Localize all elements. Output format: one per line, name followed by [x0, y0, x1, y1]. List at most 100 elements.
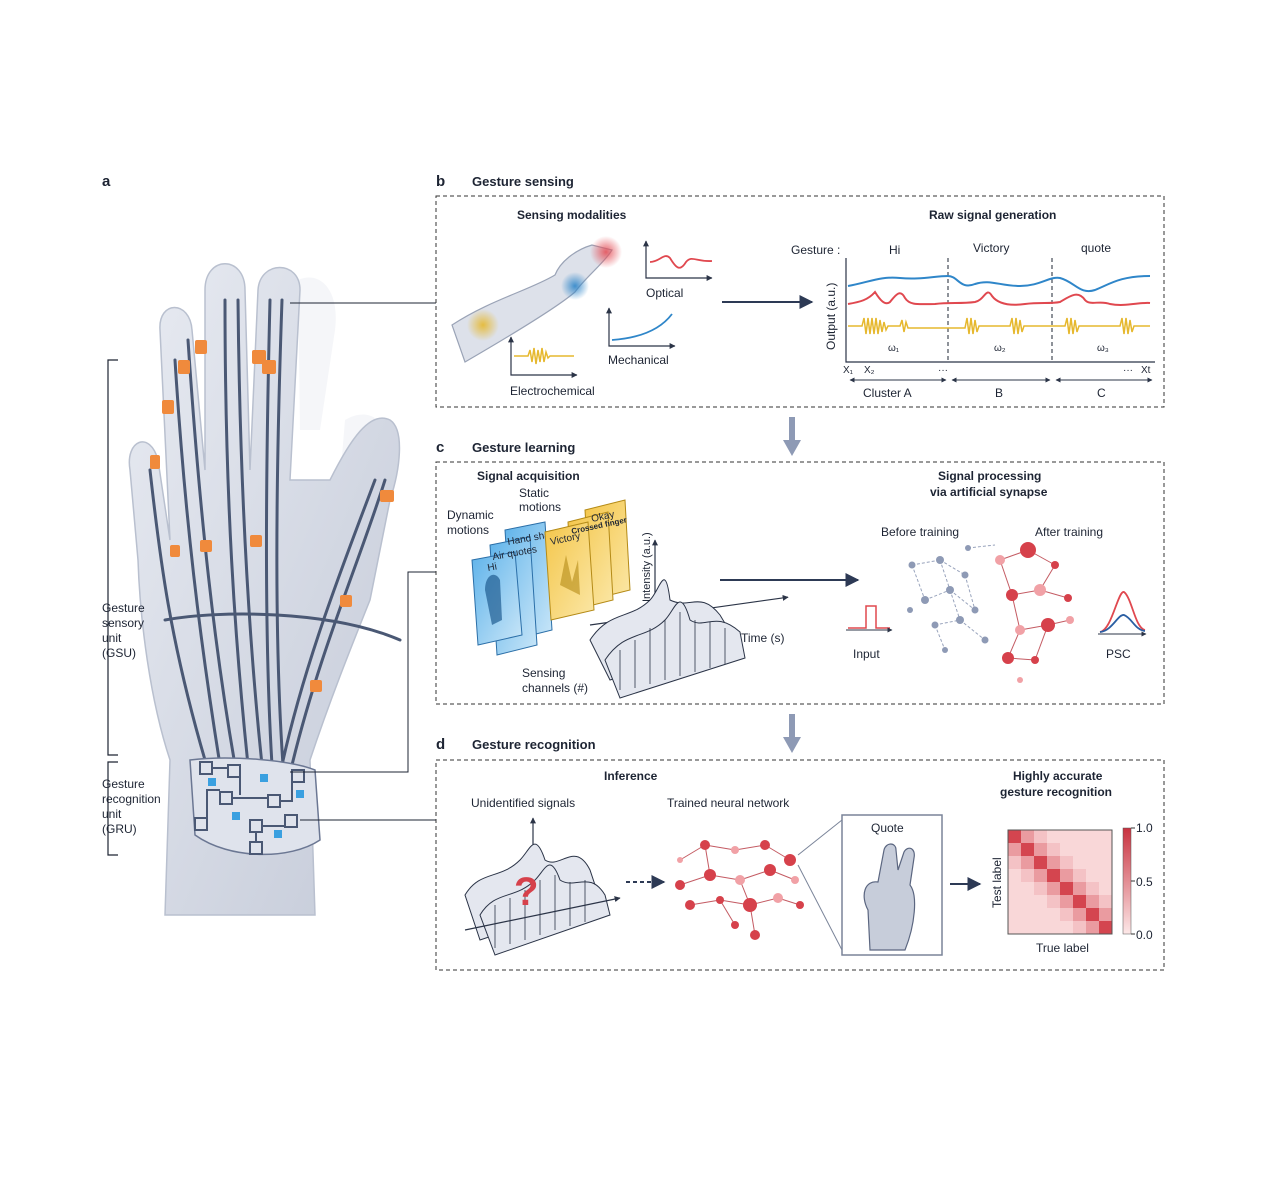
- arm-illustration: [451, 236, 622, 363]
- matrix-cell: [1073, 830, 1086, 843]
- signal-processing-title-line-1: Signal processing: [938, 469, 1041, 483]
- matrix-cell: [1073, 895, 1086, 908]
- matrix-cell: [1060, 830, 1073, 843]
- matrix-cell: [1021, 895, 1034, 908]
- hand-illustration: [128, 263, 402, 916]
- dynamic-label-line-1: Dynamic: [447, 508, 494, 522]
- panel-d-box: [435, 759, 1165, 971]
- panel-c-title: Gesture learning: [472, 440, 575, 455]
- matrix-cell: [1073, 843, 1086, 856]
- matrix-cell: [1047, 830, 1060, 843]
- test-label-axis: Test label: [990, 857, 1004, 908]
- x1-label: X₁: [843, 365, 854, 376]
- matrix-cell: [1099, 908, 1112, 921]
- matrix-cell: [1047, 869, 1060, 882]
- signal-3d-stack: [589, 539, 789, 699]
- panel-a-label: a: [102, 173, 111, 190]
- before-training-label: Before training: [881, 525, 959, 539]
- optical-mini-chart: [643, 240, 713, 281]
- matrix-cell: [1047, 921, 1060, 934]
- omega-3: ω₃: [1097, 343, 1109, 354]
- matrix-cell: [1099, 895, 1112, 908]
- gsu-label-line-2: sensory: [102, 616, 144, 630]
- x-ellipsis-2: ···: [1123, 365, 1133, 376]
- electrochemical-label: Electrochemical: [510, 384, 595, 398]
- after-training-label: After training: [1035, 525, 1103, 539]
- electrochemical-mini-chart: [508, 336, 578, 378]
- gesture-hi: Hi: [889, 243, 900, 257]
- cluster-a-label: Cluster A: [863, 386, 912, 400]
- quote-label: Quote: [871, 821, 904, 835]
- matrix-cell: [1034, 856, 1047, 869]
- gru-label-line-3: unit: [102, 807, 122, 821]
- static-label-line-1: Static: [519, 486, 549, 500]
- matrix-cell: [1060, 882, 1073, 895]
- matrix-cell: [1060, 869, 1073, 882]
- accurate-title-line-1: Highly accurate: [1013, 769, 1103, 783]
- mechanical-label: Mechanical: [608, 353, 669, 367]
- scale-tick-1: 1.0: [1136, 821, 1153, 835]
- matrix-cell: [1086, 843, 1099, 856]
- mechanical-mini-chart: [606, 307, 676, 349]
- matrix-cell: [1099, 830, 1112, 843]
- matrix-cell: [1008, 869, 1021, 882]
- matrix-cell: [1034, 908, 1047, 921]
- matrix-cell: [1060, 843, 1073, 856]
- matrix-cell: [1060, 908, 1073, 921]
- gesture-quote: quote: [1081, 241, 1111, 255]
- matrix-cell: [1008, 895, 1021, 908]
- gru-label-line-2: recognition: [102, 792, 161, 806]
- matrix-cell: [1047, 843, 1060, 856]
- true-label-axis: True label: [1036, 941, 1089, 955]
- x-ellipsis-1: ···: [938, 365, 948, 376]
- unidentified-signal-stack: ?: [464, 817, 621, 956]
- panel-b-box: [435, 195, 1165, 408]
- matrix-cell: [1099, 869, 1112, 882]
- sensing-channels-line-1: Sensing: [522, 666, 565, 680]
- signal-processing-title-line-2: via artificial synapse: [930, 485, 1048, 499]
- card-hi: Hi: [487, 561, 498, 573]
- x2-label: X₂: [864, 365, 875, 376]
- output-axis-label: Output (a.u.): [824, 283, 838, 350]
- panel-b-label: b: [436, 173, 445, 190]
- panel-c-box: [435, 461, 1165, 705]
- matrix-cell: [1008, 843, 1021, 856]
- optical-label: Optical: [646, 286, 683, 300]
- gsu-label-line-1: Gesture: [102, 601, 145, 615]
- accurate-title-line-2: gesture recognition: [1000, 785, 1112, 799]
- matrix-cell: [1034, 843, 1047, 856]
- matrix-cell: [1047, 895, 1060, 908]
- matrix-cell: [1034, 895, 1047, 908]
- matrix-cell: [1008, 921, 1021, 934]
- intensity-axis-label: Intensity (a.u.): [641, 532, 653, 602]
- unidentified-signals-label: Unidentified signals: [471, 796, 575, 810]
- matrix-cell: [1060, 895, 1073, 908]
- matrix-cell: [1086, 908, 1099, 921]
- matrix-cell: [1073, 856, 1086, 869]
- matrix-cell: [1086, 869, 1099, 882]
- matrix-cell: [1021, 921, 1034, 934]
- matrix-cell: [1008, 908, 1021, 921]
- psc-label: PSC: [1106, 647, 1131, 661]
- input-pulse: [846, 605, 893, 633]
- scale-tick-05: 0.5: [1136, 875, 1153, 889]
- gsu-label-line-3: unit: [102, 631, 122, 645]
- down-arrow-c-d: [783, 714, 801, 753]
- matrix-cell: [1008, 882, 1021, 895]
- color-scale-bar: [1122, 827, 1132, 935]
- down-arrow-b-c: [783, 417, 801, 456]
- gru-bracket: [107, 761, 118, 856]
- static-label-line-2: motions: [519, 500, 561, 514]
- signal-acquisition-title: Signal acquisition: [477, 469, 580, 483]
- matrix-cell: [1034, 882, 1047, 895]
- matrix-cell: [1060, 856, 1073, 869]
- matrix-cell: [1060, 921, 1073, 934]
- raw-signal-plot: [845, 258, 1155, 383]
- matrix-cell: [1099, 921, 1112, 934]
- matrix-cell: [1021, 830, 1034, 843]
- matrix-cell: [1034, 830, 1047, 843]
- matrix-cell: [1086, 895, 1099, 908]
- inference-title: Inference: [604, 769, 658, 783]
- matrix-cell: [1086, 856, 1099, 869]
